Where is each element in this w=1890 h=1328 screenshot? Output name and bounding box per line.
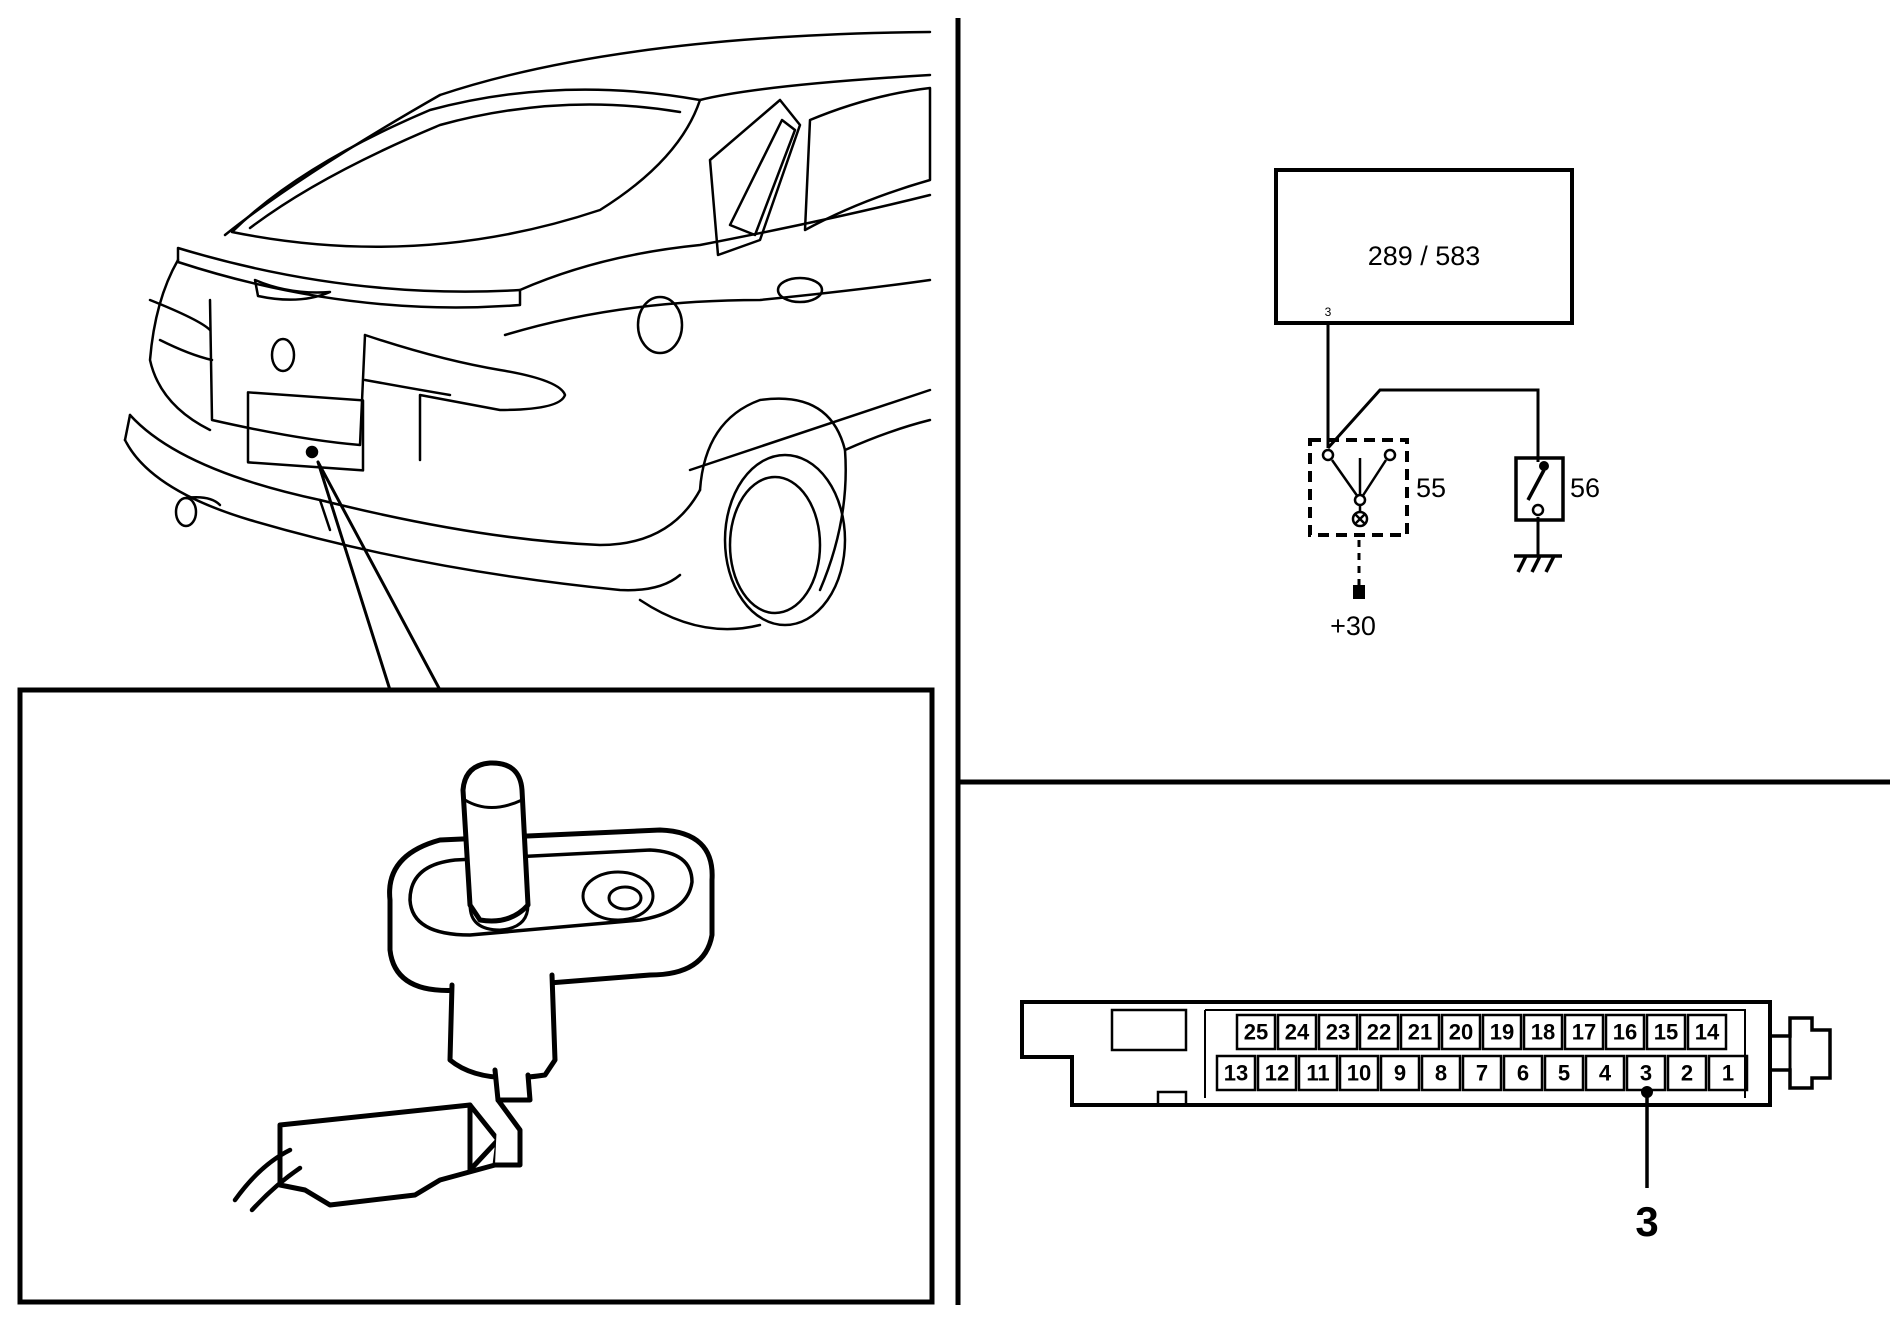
connector-pin-15: 15 <box>1645 1013 1687 1051</box>
connector-pin-label: 15 <box>1654 1019 1678 1044</box>
connector-pin-6: 6 <box>1502 1054 1544 1092</box>
connector-pin-label: 8 <box>1435 1060 1447 1085</box>
connector-pin-13: 13 <box>1215 1054 1257 1092</box>
switch-unit-55: 55 <box>1308 438 1446 537</box>
connector-pin-12: 12 <box>1256 1054 1298 1092</box>
switch-detail-inset <box>17 687 935 1305</box>
connector-pin-1: 1 <box>1707 1054 1749 1092</box>
supply-terminal: +30 <box>1330 585 1376 641</box>
connector-pin-label: 17 <box>1572 1019 1596 1044</box>
connector-pin-21: 21 <box>1399 1013 1441 1051</box>
connector-pin-label: 19 <box>1490 1019 1514 1044</box>
connector-pin-label: 21 <box>1408 1019 1432 1044</box>
connector-pin-label: 2 <box>1681 1060 1693 1085</box>
connector-pin-18: 18 <box>1522 1013 1564 1051</box>
connector-pins-top-row: 25 24 23 22 21 20 19 18 17 16 15 14 <box>1235 1013 1728 1051</box>
connector-pin-10: 10 <box>1338 1054 1380 1092</box>
connector-pin-9: 9 <box>1379 1054 1421 1092</box>
connector-pin-label: 6 <box>1517 1060 1529 1085</box>
connector-pin-3: 3 <box>1625 1054 1667 1092</box>
connector-pin-label: 1 <box>1722 1060 1734 1085</box>
connector-pin-label: 25 <box>1244 1019 1268 1044</box>
connector-pin-17: 17 <box>1563 1013 1605 1051</box>
boot-lid-switch-illustration <box>277 760 715 1208</box>
connector-pin-label: 24 <box>1285 1019 1310 1044</box>
connector-pin-11: 11 <box>1297 1054 1339 1092</box>
connector-pin-label: 5 <box>1558 1060 1570 1085</box>
connector-pin-label: 10 <box>1347 1060 1371 1085</box>
connector-pin-label: 18 <box>1531 1019 1555 1044</box>
switch-unit-55-label: 55 <box>1416 473 1446 503</box>
connector-pin-19: 19 <box>1481 1013 1523 1051</box>
connector-latch <box>1110 1008 1188 1052</box>
connector-flange <box>1204 1009 1746 1098</box>
connector-pin-8: 8 <box>1420 1054 1462 1092</box>
switch-cables <box>232 1147 303 1213</box>
connector-pin-24: 24 <box>1276 1013 1318 1051</box>
door-switch-56: 56 <box>1514 456 1600 573</box>
connector-pin-label: 11 <box>1306 1060 1329 1085</box>
connector-pin-22: 22 <box>1358 1013 1400 1051</box>
control-unit-box <box>1274 168 1574 325</box>
control-unit-label: 289 / 583 <box>1368 241 1481 271</box>
connector-end-key <box>1770 1016 1832 1090</box>
wiring-schematic: 289 / 583 3 55 <box>1274 168 1600 641</box>
connector-pin-label: 3 <box>1640 1060 1652 1085</box>
panel-dividers <box>955 18 1890 1305</box>
connector-pin-5: 5 <box>1543 1054 1585 1092</box>
car-rear-illustration <box>123 30 932 692</box>
connector-pin-20: 20 <box>1440 1013 1482 1051</box>
supply-label: +30 <box>1330 611 1376 641</box>
connector-pin-label: 20 <box>1449 1019 1473 1044</box>
pin-callout: 3 <box>1635 1086 1659 1245</box>
connector-pin-7: 7 <box>1461 1054 1503 1092</box>
connector-pin-label: 9 <box>1394 1060 1406 1085</box>
connector-pin-label: 22 <box>1367 1019 1391 1044</box>
connector-pins-bottom-row: 13 12 11 10 9 8 7 6 5 4 3 2 1 <box>1215 1054 1749 1092</box>
connector-pin-label: 23 <box>1326 1019 1350 1044</box>
door-switch-56-label: 56 <box>1570 473 1600 503</box>
ground-icon <box>1514 554 1562 573</box>
connector-pin-2: 2 <box>1666 1054 1708 1092</box>
connector-pin-label: 13 <box>1224 1060 1248 1085</box>
connector-pin-label: 16 <box>1613 1019 1637 1044</box>
connector-pin-16: 16 <box>1604 1013 1646 1051</box>
connector-pin-4: 4 <box>1584 1054 1626 1092</box>
connector-pin-label: 4 <box>1599 1060 1612 1085</box>
pin-callout-label: 3 <box>1635 1198 1658 1245</box>
connector-pin-label: 7 <box>1476 1060 1488 1085</box>
connector-body <box>1020 1000 1772 1107</box>
schematic-wires <box>1326 323 1540 585</box>
connector-pin-14: 14 <box>1686 1013 1728 1051</box>
connector-pin-25: 25 <box>1235 1013 1277 1051</box>
connector-pin-23: 23 <box>1317 1013 1359 1051</box>
connector-pin-label: 12 <box>1265 1060 1289 1085</box>
connector-notch <box>1156 1090 1188 1107</box>
control-unit-pin-label: 3 <box>1325 305 1332 319</box>
connector-pin-label: 14 <box>1695 1019 1720 1044</box>
